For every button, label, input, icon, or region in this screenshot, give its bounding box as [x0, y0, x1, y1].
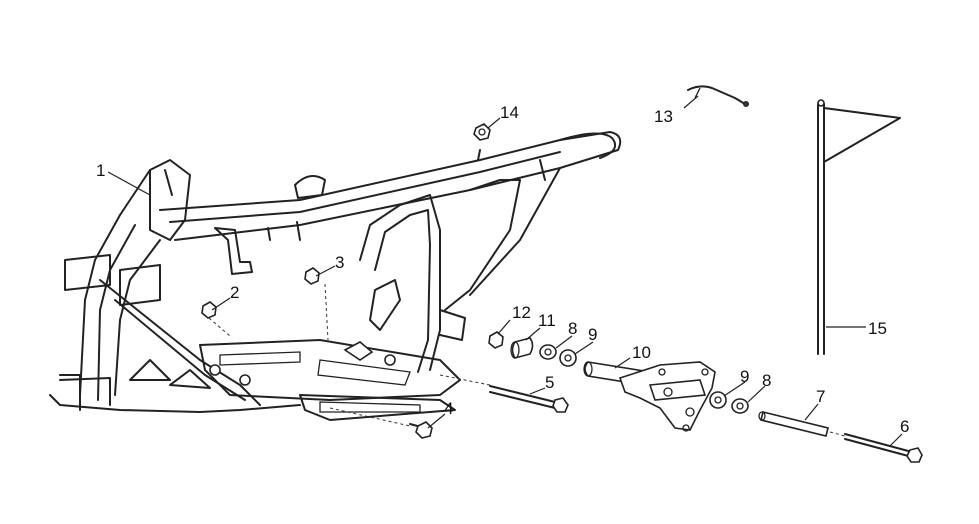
callout-11: 11 [538, 311, 556, 330]
bushing-11 [510, 337, 534, 359]
bolt-5 [439, 374, 569, 413]
callout-10: 10 [632, 343, 651, 362]
shaft-7 [758, 411, 829, 437]
cable-13 [687, 85, 749, 107]
callout-9-left: 9 [588, 325, 597, 344]
callout-12: 12 [512, 303, 531, 322]
pivot-bracket-10 [583, 361, 716, 432]
callout-13: 13 [654, 107, 673, 126]
callout-14: 14 [500, 103, 519, 122]
bolt-4 [329, 407, 433, 439]
main-frame [49, 131, 622, 421]
washer-9-right [709, 391, 727, 409]
callout-7: 7 [816, 387, 825, 406]
callout-4: 4 [444, 399, 453, 418]
callout-6: 6 [900, 417, 909, 436]
callout-2: 2 [230, 283, 239, 302]
leader-lines [107, 95, 903, 447]
callout-8-left: 8 [568, 319, 577, 338]
callout-labels: 1 2 3 4 5 6 7 8 8 9 9 10 11 12 13 14 15 [96, 103, 909, 436]
callout-3: 3 [335, 253, 344, 272]
callout-8-right: 8 [762, 371, 771, 390]
flag-15 [817, 99, 901, 355]
spacer-8-right [731, 398, 749, 414]
nut-2 [201, 301, 231, 337]
callout-9-right: 9 [740, 367, 749, 386]
nut-14 [473, 123, 491, 141]
callout-5: 5 [545, 373, 554, 392]
bolt-6 [829, 431, 923, 463]
washer-9-left [559, 349, 577, 367]
washer-12 [488, 331, 504, 349]
spacer-8-left [539, 344, 557, 360]
callout-15: 15 [868, 319, 887, 338]
nut-3 [304, 267, 329, 341]
callout-1: 1 [96, 161, 105, 180]
